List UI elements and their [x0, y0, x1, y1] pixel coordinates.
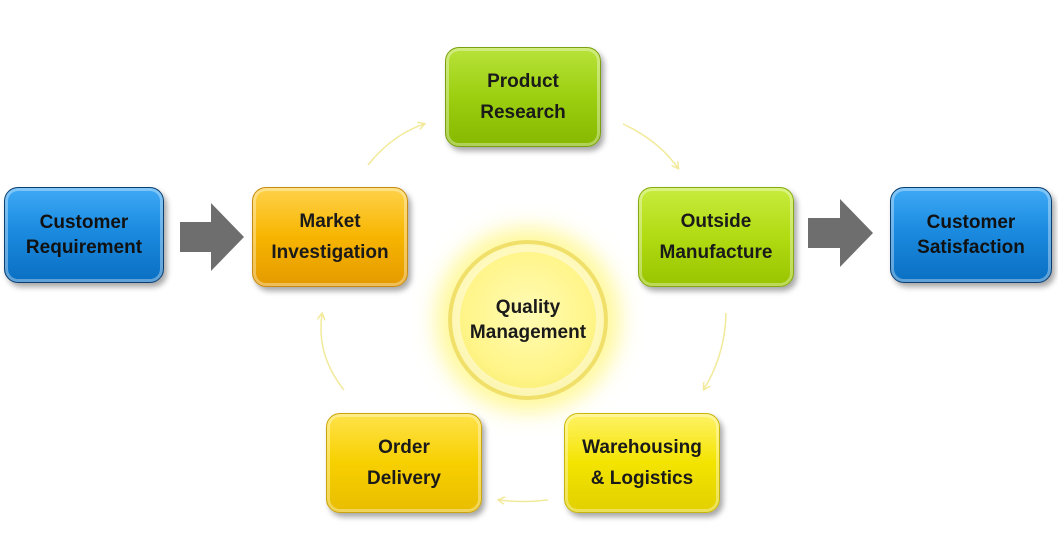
customer-satisfaction-node: Customer Satisfaction: [890, 187, 1052, 283]
customer-requirement-node: Customer Requirement: [4, 187, 164, 283]
warehousing-logistics-node: Warehousing & Logistics: [564, 413, 720, 513]
arrow-outside-manufacture-to-customer-satisfaction: [808, 199, 873, 267]
arrow-order-delivery-to-market-investigation: [321, 314, 345, 391]
arrow-outside-manufacture-to-warehousing: [704, 312, 727, 389]
arrow-market-investigation-to-product-research: [367, 124, 424, 166]
customer-requirement-line2: Requirement: [25, 237, 143, 258]
market-investigation-line1: Market: [299, 211, 361, 232]
product-research-line2: Research: [480, 102, 566, 123]
arrow-customer-requirement-to-market-investigation: [180, 203, 244, 271]
warehousing-logistics-line1: Warehousing: [582, 437, 702, 458]
quality-management-hub: Quality Management: [448, 240, 608, 400]
product-research-node: Product Research: [445, 47, 601, 147]
market-investigation-node: Market Investigation: [252, 187, 408, 287]
customer-satisfaction-line1: Customer: [926, 212, 1016, 233]
order-delivery-line2: Delivery: [367, 468, 441, 489]
outside-manufacture-line2: Manufacture: [659, 242, 773, 263]
product-research-line1: Product: [487, 71, 559, 92]
order-delivery-node: Order Delivery: [326, 413, 482, 513]
arrow-warehousing-to-order-delivery: [499, 500, 549, 502]
quality-management-line2: Management: [469, 322, 587, 343]
market-investigation-line2: Investigation: [271, 242, 389, 263]
outside-manufacture-line1: Outside: [680, 211, 752, 232]
arrow-product-research-to-outside-manufacture: [622, 123, 678, 168]
customer-satisfaction-line2: Satisfaction: [917, 237, 1025, 258]
order-delivery-line1: Order: [378, 437, 430, 458]
warehousing-logistics-line2: & Logistics: [590, 468, 694, 489]
customer-requirement-line1: Customer: [39, 212, 129, 233]
quality-management-line1: Quality: [495, 297, 561, 318]
outside-manufacture-node: Outside Manufacture: [638, 187, 794, 287]
